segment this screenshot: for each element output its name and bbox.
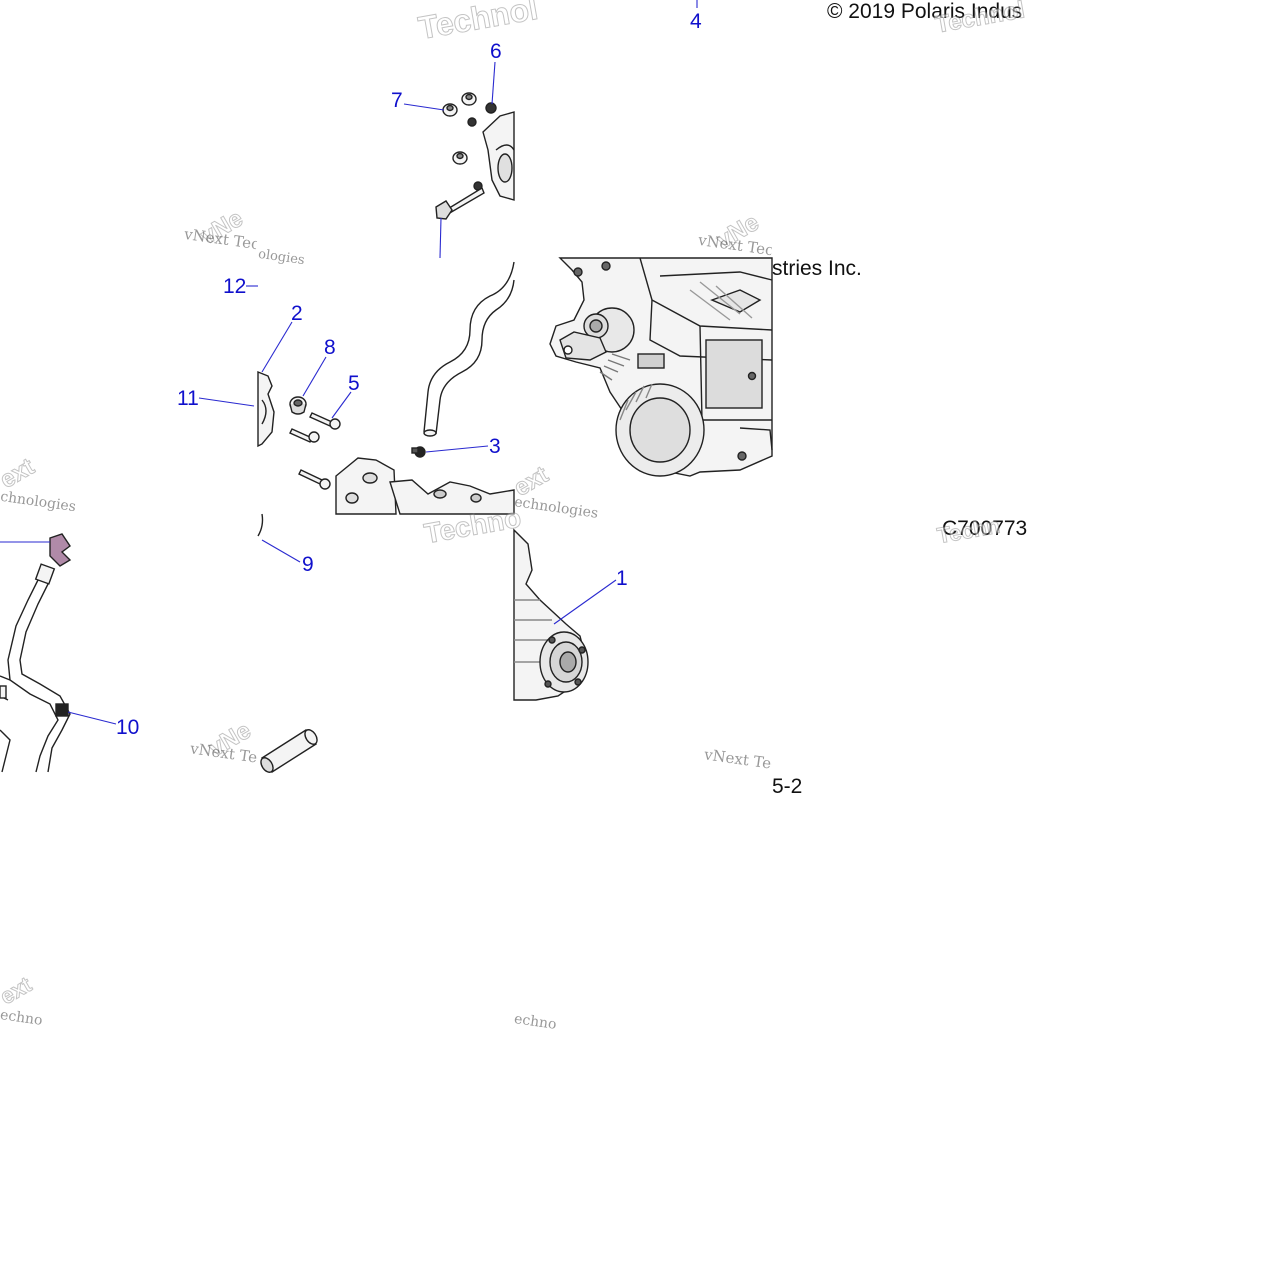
part-clamp-upper (49, 533, 72, 567)
callout-3: 3 (489, 435, 501, 458)
part-clamp-lower (0, 685, 69, 717)
part-breather-hose (423, 261, 515, 437)
callout-5: 5 (348, 372, 360, 395)
callout-7: 7 (391, 89, 403, 112)
callout-12: 12 (223, 275, 247, 298)
part-mount-bracket (335, 457, 515, 515)
callout-6: 6 (490, 40, 502, 63)
part-bushing (289, 396, 307, 415)
callout-10: 10 (116, 716, 140, 739)
leader-lines (0, 0, 698, 725)
part-arc-edge (257, 513, 264, 537)
part-cover-left (257, 370, 275, 448)
part-gearbox-output (513, 528, 589, 701)
callout-11: 11 (177, 387, 199, 410)
copyright-fragment: stries Inc. (772, 257, 862, 280)
figure-code: C700773 (942, 518, 1028, 539)
callout-4: 4 (690, 10, 702, 33)
callout-8: 8 (324, 336, 336, 359)
part-vent-tube (0, 563, 71, 773)
page-fragment: 5-2 (772, 775, 803, 798)
part-hardware-cluster-top (435, 92, 515, 220)
callout-1: 1 (616, 567, 628, 590)
part-fitting (411, 446, 426, 458)
callout-9: 9 (302, 553, 314, 576)
callout-2: 2 (291, 302, 303, 325)
copyright-text: © 2019 Polaris Indus (827, 1, 1023, 22)
part-engine-assembly (549, 257, 773, 477)
part-bolts (289, 412, 341, 490)
part-tube-piece (260, 729, 318, 773)
